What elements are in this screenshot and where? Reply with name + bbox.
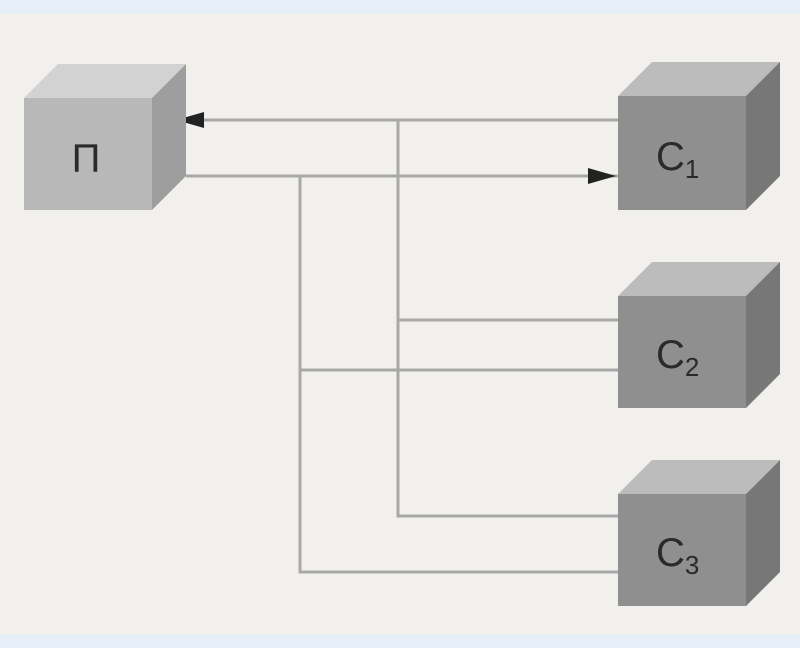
slave-3-node: С3 xyxy=(618,460,780,606)
master-label: П xyxy=(72,137,101,181)
master-node: П xyxy=(24,64,186,210)
slave-2-front-face xyxy=(618,296,746,408)
slave-3-side-face xyxy=(746,460,780,606)
slave-1-front-face xyxy=(618,96,746,210)
slave-2-label: С2 xyxy=(656,333,699,382)
slave-1-side-face xyxy=(746,62,780,210)
master-top-face xyxy=(24,64,186,98)
slave-2-top-face xyxy=(618,262,780,296)
slave-2-side-face xyxy=(746,262,780,408)
slave-3-letter: С xyxy=(656,531,685,575)
slave-3-label: С3 xyxy=(656,531,699,580)
master-front-face xyxy=(24,98,152,210)
slave-3-index: 3 xyxy=(685,550,699,580)
slave-1-letter: С xyxy=(656,135,685,179)
request-bus-trunk xyxy=(396,120,620,518)
slave-1-top-face xyxy=(618,62,780,96)
connection-lines xyxy=(186,118,620,574)
slave-3-top-face xyxy=(618,460,780,494)
arrow-to-slave-1 xyxy=(588,168,616,184)
slave-3-front-face xyxy=(618,494,746,606)
slave-1-label: С1 xyxy=(656,135,699,184)
slave-2-node: С2 xyxy=(618,262,780,408)
slave-1-node: С1 xyxy=(618,62,780,210)
slave-2-index: 2 xyxy=(685,352,699,382)
arrowheads xyxy=(176,112,616,184)
master-side-face xyxy=(152,64,186,210)
slave-1-index: 1 xyxy=(685,154,699,184)
arrow-to-master xyxy=(176,112,204,128)
response-bus-trunk xyxy=(298,176,620,574)
slave-2-letter: С xyxy=(656,333,685,377)
